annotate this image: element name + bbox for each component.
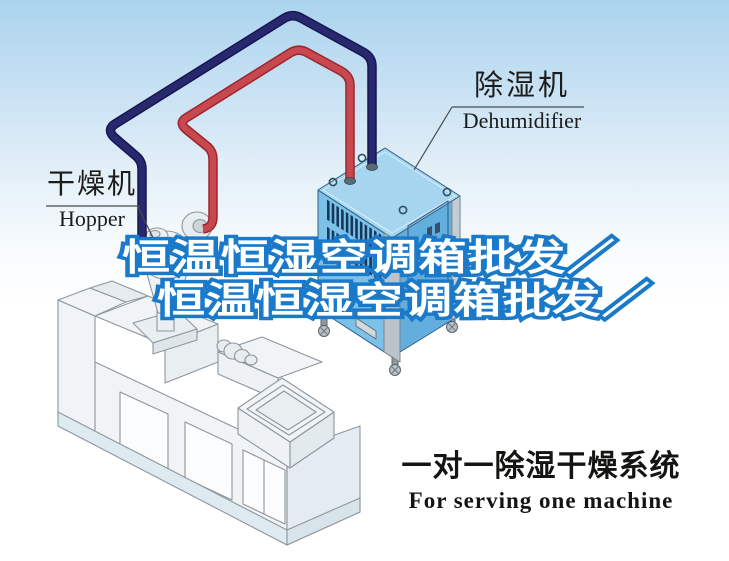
hopper-label: 干燥机 Hopper: [36, 171, 148, 230]
hopper-leader-line: [137, 206, 162, 255]
hopper-mount-plate-front: [152, 328, 198, 355]
machine-barrel-coupling: [216, 339, 258, 366]
dehumidifier-top-highlight: [322, 151, 456, 234]
return-air-pipe: [105, 11, 377, 252]
hopper-label-en: Hopper: [59, 206, 125, 231]
watermark-line-2-text: 恒温恒湿空调箱批发／: [157, 279, 651, 322]
dehumidifier-leader-line: [413, 106, 453, 171]
dehumidifier-label-zh: 除湿机: [473, 70, 570, 102]
dehumidifier-door-handle-2: [435, 222, 440, 234]
molding-machine: [57, 280, 361, 546]
dehumidifier-label: 除湿机 Dehumidifier: [437, 72, 607, 132]
dehumidifier-corner-column: [383, 232, 401, 363]
machine-base-skirt-end: [286, 497, 361, 546]
watermark-line-1-text: 恒温恒湿空调箱批发／: [122, 236, 616, 279]
caption-zh: 一对一除湿干燥系统: [401, 449, 681, 484]
pipe-collars: [136, 163, 378, 254]
watermark-line-1: 恒温恒湿空调箱批发／ 恒温恒湿空调箱批发／: [117, 235, 619, 281]
dehumidifier-door: [407, 200, 449, 307]
watermark-line-2: 恒温恒湿空调箱批发／ 恒温恒湿空调箱批发／: [152, 278, 654, 324]
watermark-line-2-outline: 恒温恒湿空调箱批发／: [152, 278, 654, 324]
annotation-lines: [46, 106, 584, 255]
dehumidifier-lower-vent: [355, 317, 377, 340]
machine-clamp-frame: [246, 384, 326, 436]
hopper-label-zh: 干燥机: [46, 169, 137, 200]
machine-clamp-frame-inner: [255, 390, 317, 431]
dry-air-pipe: [177, 45, 355, 234]
dehumidifier-label-en: Dehumidifier: [462, 108, 582, 133]
watermark-line-1-outline: 恒温恒湿空调箱批发／: [117, 235, 619, 281]
caption: 一对一除湿干燥系统 For serving one machine: [382, 449, 700, 513]
hopper-dryer: [132, 211, 213, 355]
caption-en: For serving one machine: [408, 488, 674, 513]
eyebolt-icons: [328, 153, 452, 215]
dehumidifier-door-handle: [427, 226, 432, 238]
machine-door-windows: [119, 391, 286, 525]
